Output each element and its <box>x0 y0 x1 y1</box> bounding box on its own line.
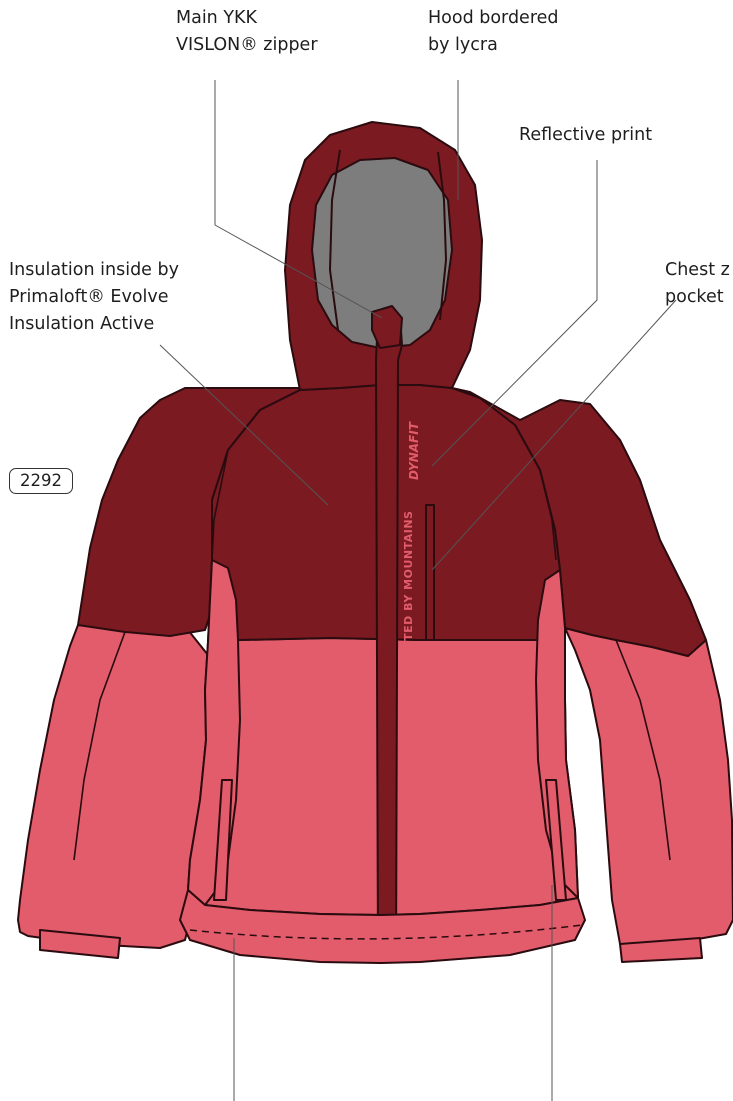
right-sleeve-lower <box>565 628 733 944</box>
collar-tab <box>372 306 402 348</box>
zipper-print-text: SPOTTED BY MOUNTAINS <box>402 511 415 676</box>
reflective-logo-text: DYNAFIT <box>407 421 421 480</box>
chest-zipper <box>426 505 434 640</box>
